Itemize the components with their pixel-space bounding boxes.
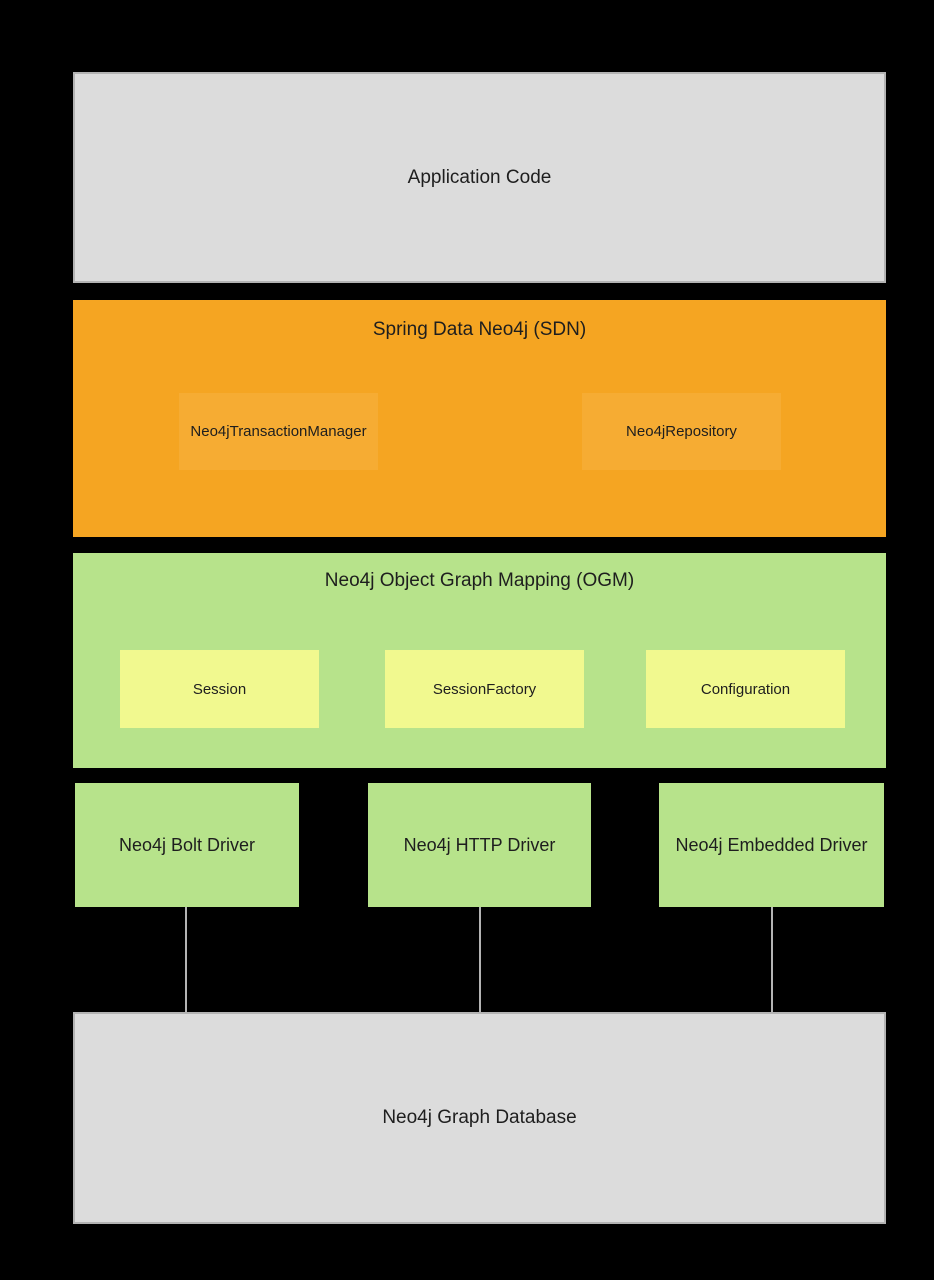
neo4j-transaction-manager-box: Neo4jTransactionManager: [179, 393, 378, 470]
graph-database-label: Neo4j Graph Database: [382, 1107, 577, 1128]
http-driver-label: Neo4j HTTP Driver: [403, 834, 556, 855]
object-graph-mapping-box: Neo4j Object Graph Mapping (OGM) Session…: [73, 553, 886, 768]
spring-data-neo4j-title: Spring Data Neo4j (SDN): [372, 319, 587, 340]
neo4j-repository-label: Neo4jRepository: [626, 423, 737, 440]
application-code-box: Application Code: [73, 72, 886, 283]
session-factory-label: SessionFactory: [432, 680, 537, 698]
session-label: Session: [192, 680, 247, 698]
bolt-driver-label: Neo4j Bolt Driver: [118, 834, 256, 855]
configuration-label: Configuration: [700, 680, 791, 698]
http-driver-box: Neo4j HTTP Driver: [368, 783, 591, 907]
session-box: Session: [120, 650, 319, 728]
object-graph-mapping-title: Neo4j Object Graph Mapping (OGM): [324, 570, 635, 591]
http-driver-connector-line: [479, 907, 481, 1012]
configuration-box: Configuration: [646, 650, 845, 728]
graph-database-box: Neo4j Graph Database: [73, 1012, 886, 1224]
neo4j-transaction-manager-label: Neo4jTransactionManager: [190, 423, 367, 440]
embedded-driver-connector-line: [771, 907, 773, 1012]
bolt-driver-box: Neo4j Bolt Driver: [75, 783, 299, 907]
embedded-driver-label: Neo4j Embedded Driver: [675, 834, 868, 855]
neo4j-repository-box: Neo4jRepository: [582, 393, 781, 470]
session-factory-box: SessionFactory: [385, 650, 584, 728]
embedded-driver-box: Neo4j Embedded Driver: [659, 783, 884, 907]
spring-data-neo4j-box: Spring Data Neo4j (SDN) Neo4jTransaction…: [73, 300, 886, 537]
application-code-label: Application Code: [407, 166, 552, 188]
bolt-driver-connector-line: [185, 907, 187, 1012]
